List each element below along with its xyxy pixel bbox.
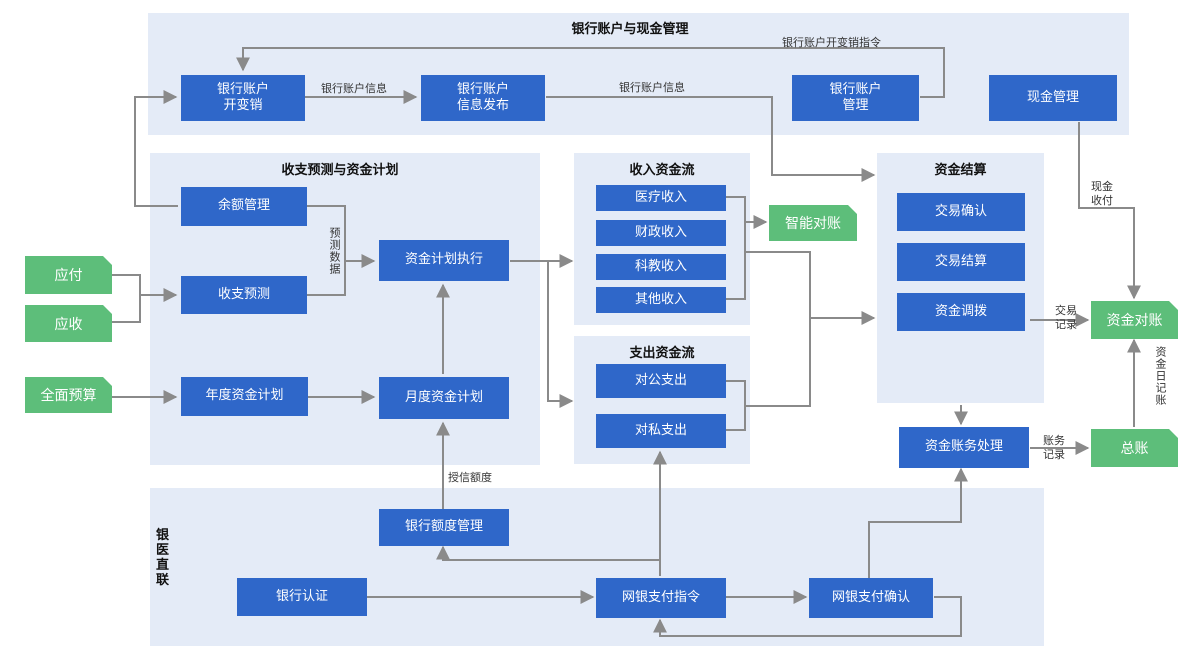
bank-credit-management-box: 银行额度管理 (379, 509, 509, 546)
fund-journal-label: 资金日记账 (1154, 346, 1167, 406)
trade-record-label: 交易 记录 (1051, 304, 1081, 333)
science-education-income-box: 科教收入 (596, 254, 726, 280)
revenue-expense-forecast-box: 收支预测 (181, 276, 307, 314)
balance-management-box: 余额管理 (181, 187, 307, 226)
cash-receipt-payment-label: 现金 收付 (1087, 180, 1117, 209)
fund-allocate-box: 资金调拨 (897, 293, 1025, 331)
bank-account-management-box: 银行账户 管理 (792, 75, 919, 121)
public-expense-box: 对公支出 (596, 364, 726, 398)
region-title-bank-account-cash: 银行账户与现金管理 (571, 22, 689, 37)
online-pay-confirm-box: 网银支付确认 (809, 578, 933, 618)
monthly-fund-plan-box: 月度资金计划 (379, 377, 509, 419)
bank-account-open-close-line2: 开变销 (223, 98, 263, 113)
cash-management-box: 现金管理 (989, 75, 1117, 121)
accounting-record-label: 账务 记录 (1039, 434, 1069, 463)
fund-reconciliation-tag-fold (1169, 301, 1178, 310)
smart-reconciliation-tag-fold (848, 205, 857, 214)
region-title-bank-hospital: 银医直联 (156, 528, 170, 588)
fund-reconciliation-tag: 资金对账 (1091, 301, 1178, 339)
medical-income-box: 医疗收入 (596, 185, 726, 211)
bank-account-info-publish-box: 银行账户 信息发布 (421, 75, 545, 121)
payable-tag: 应付 (25, 256, 112, 294)
comprehensive-budget-tag: 全面预算 (25, 377, 112, 413)
region-bank-account-cash (148, 13, 1129, 135)
smart-reconciliation-tag: 智能对账 (769, 205, 857, 241)
forecast-data-label: 预测数据 (328, 227, 341, 275)
trade-record-line1: 交易 (1055, 304, 1077, 317)
trade-settle-box: 交易结算 (897, 243, 1025, 281)
general-ledger-tag-fold (1169, 429, 1178, 438)
online-pay-order-box: 网银支付指令 (596, 578, 726, 618)
bank-account-info-publish-line2: 信息发布 (456, 98, 509, 113)
general-ledger-tag: 总账 (1091, 429, 1178, 467)
account-info-label-1: 银行账户信息 (321, 82, 387, 95)
comprehensive-budget-tag-fold (103, 377, 112, 386)
fund-accounting-box: 资金账务处理 (899, 427, 1029, 468)
private-expense-box: 对私支出 (596, 414, 726, 448)
accounting-record-line1: 账务 (1043, 434, 1065, 447)
receivable-tag: 应收 (25, 305, 112, 342)
other-income-box: 其他收入 (596, 287, 726, 313)
bank-authentication-box: 银行认证 (237, 578, 367, 616)
cash-receipt-payment-line1: 现金 (1091, 180, 1113, 193)
region-bank-hospital (150, 488, 1044, 646)
trade-record-line2: 记录 (1055, 318, 1077, 332)
account-info-label-2: 银行账户信息 (619, 81, 685, 94)
bank-account-info-publish-line1: 银行账户 (456, 81, 509, 97)
bank-account-management-line2: 管理 (842, 98, 869, 113)
open-close-instruction-label: 银行账户开变销指令 (782, 36, 881, 49)
annual-fund-plan-box: 年度资金计划 (181, 377, 308, 416)
region-title-settlement: 资金结算 (934, 163, 987, 178)
bank-account-open-close-line1: 银行账户 (216, 81, 269, 97)
cash-receipt-payment-line2: 收付 (1091, 194, 1113, 208)
accounting-record-line2: 记录 (1043, 448, 1065, 462)
region-title-income-flow: 收入资金流 (629, 163, 695, 178)
credit-limit-label: 授信额度 (448, 471, 492, 484)
fiscal-income-box: 财政收入 (596, 220, 726, 246)
region-title-forecast-plan: 收支预测与资金计划 (281, 163, 399, 178)
bank-account-open-close-box: 银行账户 开变销 (181, 75, 305, 121)
fund-plan-execution-box: 资金计划执行 (379, 240, 509, 281)
payable-tag-fold (103, 256, 112, 265)
bank-account-management-line1: 银行账户 (829, 81, 882, 97)
receivable-tag-fold (103, 305, 112, 314)
trade-confirm-box: 交易确认 (897, 193, 1025, 231)
region-title-expense-flow: 支出资金流 (629, 346, 695, 361)
